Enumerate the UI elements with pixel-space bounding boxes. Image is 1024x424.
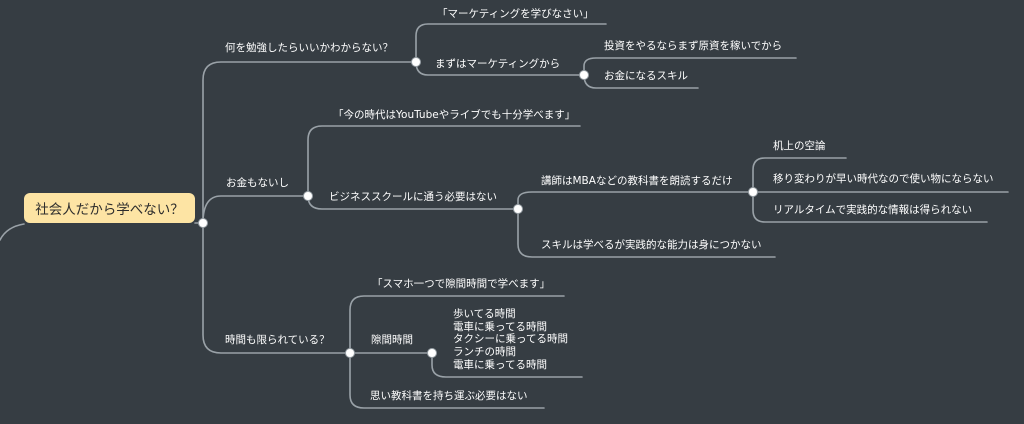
edge-time-books [349,352,545,409]
node-skill[interactable]: スキルは学べるが実践的な能力は身につかない [541,239,762,251]
node-study-quote[interactable]: 「マーケティングを学びなさい」 [437,8,594,20]
edge-root-study [202,61,417,224]
knob-time[interactable] [345,348,355,358]
node-books[interactable]: 思い教科書を持ち運ぶ必要はない [370,390,528,402]
node-lecture-item[interactable]: リアルタイムで実践的な情報は得られない [773,204,973,216]
gap-item: ランチの時間 [453,346,516,359]
edge-time-quote [349,295,565,354]
gap-item: 電車に乗ってる時間 [453,358,547,371]
node-lecture-item[interactable]: 机上の空論 [773,140,826,152]
edge-root-left [0,223,25,241]
knob-money[interactable] [303,191,313,201]
edge-school-lecture [517,191,754,210]
node-study[interactable]: 何を勉強したらいいかわからない？ [225,42,393,54]
gap-item: 歩いてる時間 [453,308,516,320]
edge-marketing-item0 [583,57,797,76]
knob-school[interactable] [513,204,523,214]
node-lecture-item[interactable]: 移り変わりが早い時代なので使い物にならない [773,173,994,185]
node-money[interactable]: お金もないし [226,177,289,189]
gap-item: タクシーに乗ってる時間 [453,333,568,346]
node-money-quote[interactable]: 「今の時代はYouTubeやライブでも十分学べます」 [333,109,576,121]
node-marketing[interactable]: まずはマーケティングから [435,58,561,70]
node-time[interactable]: 時間も限られている？ [225,334,330,346]
edge-root-money [202,195,309,224]
knob-gap[interactable] [427,348,437,358]
node-school[interactable]: ビジネススクールに通う必要はない [329,191,497,203]
edge-lecture-item0 [752,157,847,193]
edge-lecture-item2 [752,191,988,223]
node-gap-items[interactable]: 歩いてる時間 電車に乗ってる時間 タクシーに乗ってる時間 ランチの時間 電車に乗… [453,308,568,372]
knob-lecture[interactable] [748,187,758,197]
edge-study-quote [415,23,607,63]
node-marketing-item[interactable]: お金になるスキル [604,70,688,82]
edge-gap-items [431,352,583,378]
knob-study[interactable] [411,57,421,67]
edge-school-skill [517,208,776,258]
node-marketing-item[interactable]: 投資をやるならまず原資を稼いでから [604,40,783,52]
node-gap[interactable]: 隙間時間 [371,334,413,346]
root-node[interactable]: 社会人だから学べない？ [24,193,195,223]
root-label: 社会人だから学べない？ [35,202,184,218]
node-time-quote[interactable]: 「スマホ一つで隙間時間で学べます」 [372,278,551,290]
knob-marketing[interactable] [579,70,589,80]
edge-root-time [202,222,351,354]
gap-item: 電車に乗ってる時間 [453,320,547,333]
node-lecture[interactable]: 講師はMBAなどの教科書を朗読するだけ [541,175,733,187]
knob-root[interactable] [198,218,208,228]
edge-money-quote [307,125,581,197]
